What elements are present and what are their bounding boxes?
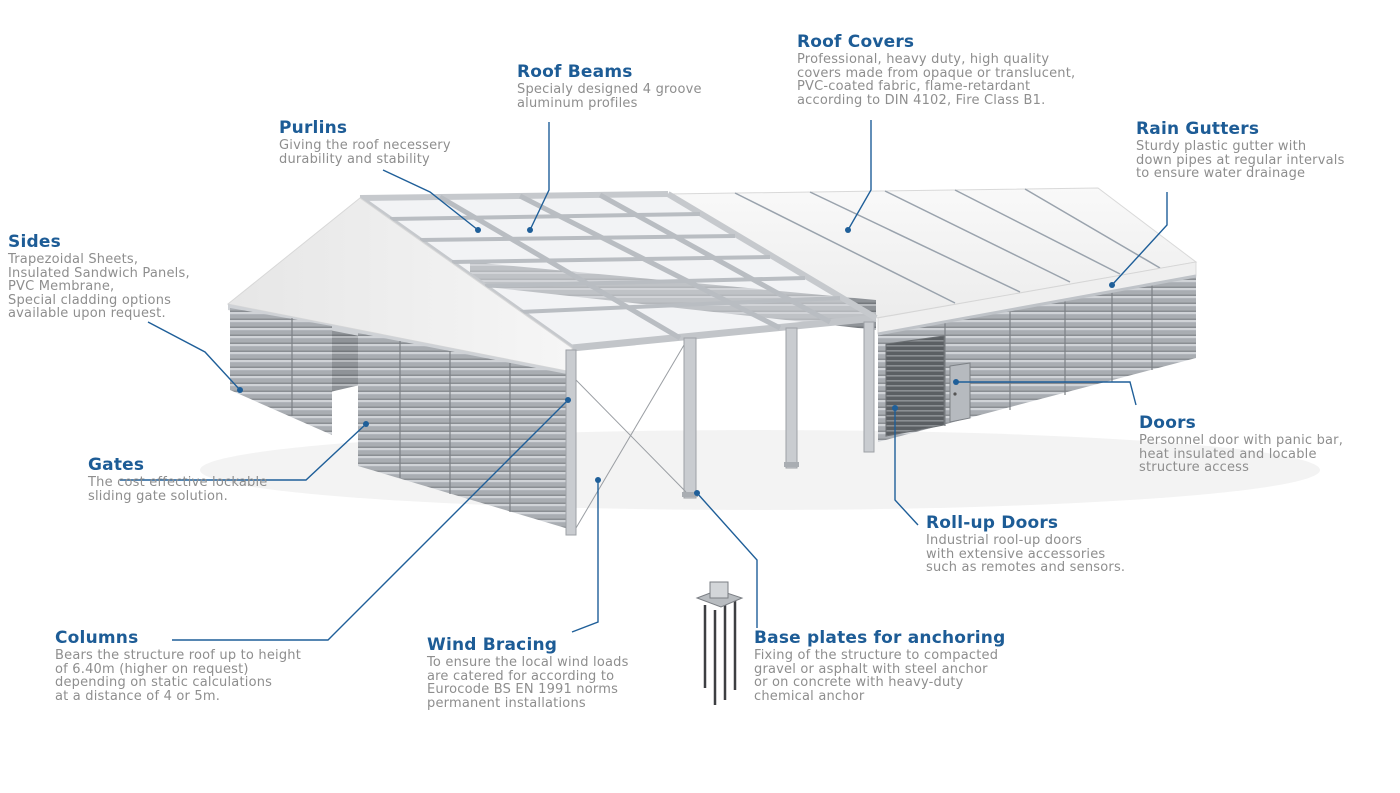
callout-columns: Columns Bears the structure roof up to h… (55, 627, 301, 703)
callout-text: Sturdy plastic gutter with down pipes at… (1136, 139, 1345, 181)
left-gable-end (226, 197, 577, 536)
callout-title: Columns (55, 628, 139, 648)
callout-title: Wind Bracing (427, 635, 558, 655)
callout-text: Personnel door with panic bar, heat insu… (1139, 433, 1344, 475)
leader-lines (120, 120, 1168, 641)
callout-title: Rain Gutters (1136, 119, 1260, 139)
callout-title: Purlins (279, 118, 348, 138)
callout-text: Giving the roof necessery durability and… (279, 138, 451, 167)
callout-text: Industrial rool-up doors with extensive … (926, 533, 1126, 575)
callout-title: Gates (88, 455, 145, 475)
callout-purlins: Purlins Giving the roof necessery durabi… (279, 117, 451, 166)
roof-frame (358, 191, 878, 352)
callout-text: To ensure the local wind loads are cater… (427, 655, 629, 711)
leader-dots (237, 227, 1115, 496)
callout-text: The cost effective lockable sliding gate… (88, 475, 268, 504)
callout-title: Roof Beams (517, 62, 633, 82)
callout-title: Roll-up Doors (926, 513, 1059, 533)
callout-text: Professional, heavy duty, high quality c… (797, 52, 1076, 108)
callout-gates: Gates The cost effective lockable slidin… (88, 454, 268, 503)
callout-text: Specialy designed 4 groove aluminum prof… (517, 82, 702, 111)
callout-rollup-doors: Roll-up Doors Industrial rool-up doors w… (926, 512, 1125, 575)
callout-text: Bears the structure roof up to height of… (55, 648, 302, 704)
callout-title: Doors (1139, 413, 1196, 433)
personnel-door (949, 362, 971, 423)
callout-base-plates: Base plates for anchoring Fixing of the … (754, 627, 1005, 703)
callout-text: Fixing of the structure to compacted gra… (754, 648, 999, 704)
wind-bracing-cables (575, 344, 687, 529)
rollup-door (885, 335, 945, 437)
callout-sides: Sides Trapezoidal Sheets, Insulated Sand… (8, 231, 190, 321)
callout-doors: Doors Personnel door with panic bar, hea… (1139, 412, 1343, 475)
callout-roof-beams: Roof Beams Specialy designed 4 groove al… (517, 61, 702, 110)
base-plate-anchor (695, 581, 744, 705)
callout-title: Sides (8, 232, 61, 252)
callout-title: Base plates for anchoring (754, 628, 1006, 648)
callout-roof-covers: Roof Covers Professional, heavy duty, hi… (797, 31, 1075, 107)
columns (682, 321, 875, 499)
callout-rain-gutters: Rain Gutters Sturdy plastic gutter with … (1136, 118, 1345, 181)
callout-title: Roof Covers (797, 32, 915, 52)
callout-text: Trapezoidal Sheets, Insulated Sandwich P… (8, 252, 190, 321)
callout-wind-bracing: Wind Bracing To ensure the local wind lo… (427, 634, 629, 710)
